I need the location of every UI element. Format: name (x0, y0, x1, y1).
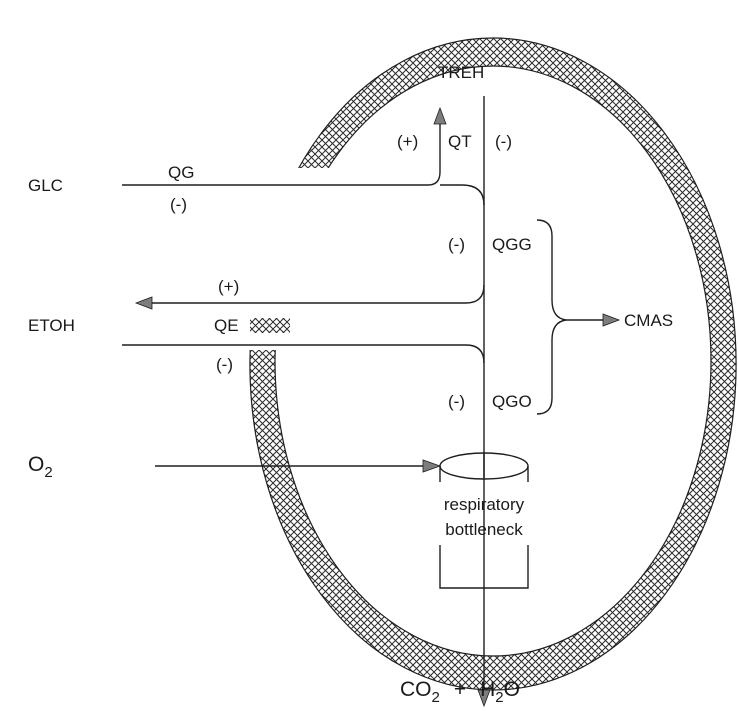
trehalose-flux-label: QT (448, 132, 472, 151)
glucose-uptake-label: QG (168, 163, 194, 182)
co2-symbol: CO (400, 678, 432, 701)
water-h-symbol: H (480, 678, 495, 701)
bottleneck-label-line2: bottleneck (445, 520, 523, 539)
trehalose-label: TREH (438, 63, 484, 82)
bottleneck-body (439, 466, 529, 482)
growth-brace (536, 219, 567, 415)
plus-sign: + (454, 678, 466, 701)
cell-wall (249, 37, 737, 691)
ethanol-flux-label: QE (214, 316, 239, 335)
co2-subscript: 2 (432, 689, 440, 706)
water-subscript: 2 (495, 689, 503, 706)
glucose-label: GLC (28, 176, 63, 195)
qg-minus-label: (-) (170, 195, 187, 214)
oxygen-label: O2 (28, 453, 53, 481)
co2-arrow-head (477, 689, 491, 708)
products-label: CO2+H2O (400, 678, 520, 706)
glucose-to-axis-line (440, 184, 485, 206)
qe-minus-label: (-) (216, 355, 233, 374)
water-o-symbol: O (504, 678, 520, 701)
trehalose-arrow-head (433, 106, 447, 125)
cell-mass-label: CMAS (624, 311, 673, 330)
qt-plus-label: (+) (397, 132, 418, 151)
ethanol-uptake-line (122, 344, 485, 364)
qt-minus-label: (-) (495, 132, 512, 151)
ethanol-secretion-line (150, 284, 485, 304)
qgo-minus-label: (-) (448, 392, 465, 411)
bottleneck-label-line1: respiratory (444, 495, 525, 514)
qe-plus-label: (+) (218, 277, 239, 296)
oxygen-subscript: 2 (44, 464, 52, 481)
ethanol-out-arrow-head (134, 296, 153, 310)
cell-wall-patch (250, 318, 290, 333)
ethanol-to-growth-label: QGO (492, 392, 532, 411)
glucose-uptake-line (122, 120, 441, 186)
ethanol-label: ETOH (28, 316, 75, 335)
cmas-arrow-head (602, 313, 621, 327)
oxygen-symbol: O (28, 453, 44, 476)
oxygen-arrow-head (422, 459, 442, 473)
glucose-to-growth-label: QGG (492, 235, 532, 254)
qgg-minus-label: (-) (448, 235, 465, 254)
bottleneck-lower-bracket (439, 545, 529, 589)
